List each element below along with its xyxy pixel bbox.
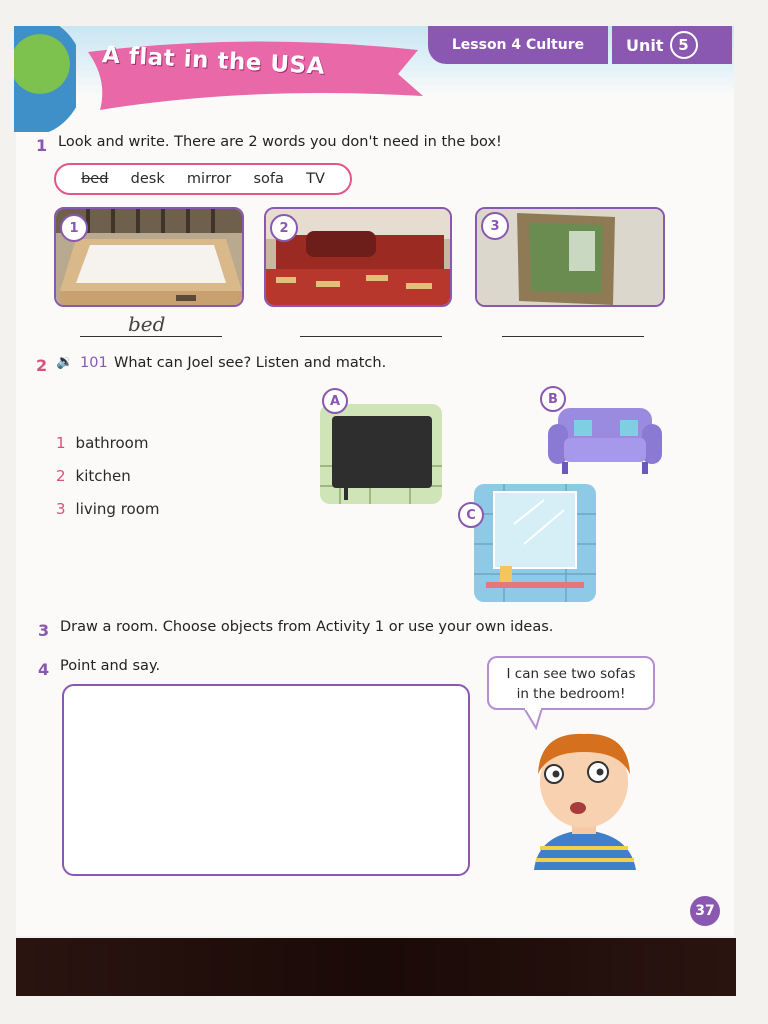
word-desk: desk	[130, 171, 165, 187]
speech-line-2: in the bedroom!	[516, 686, 626, 702]
title-ribbon	[88, 41, 423, 110]
speech-bubble: I can see two sofas in the bedroom!	[487, 656, 655, 710]
photo-bed	[54, 207, 244, 307]
photo-2-badge: 2	[270, 214, 298, 242]
boy-illustration	[534, 733, 636, 870]
activity-4-instruction: Point and say.	[60, 658, 161, 674]
activity-3-number: 3	[38, 621, 50, 640]
audio-icon[interactable]: 🔉	[56, 354, 74, 370]
word-sofa: sofa	[253, 171, 284, 187]
track-number: 101	[80, 355, 108, 371]
activity-2-number: 2	[36, 356, 48, 375]
answer-line-3[interactable]	[502, 336, 644, 337]
page-bottom-edge	[16, 938, 736, 996]
unit-tab: Unit 5	[612, 26, 732, 64]
word-bed: bed	[81, 171, 109, 187]
word-tv: TV	[306, 171, 325, 187]
word-box: bed desk mirror sofa TV	[54, 163, 352, 195]
answer-line-2[interactable]	[300, 336, 442, 337]
picture-tv	[320, 404, 442, 504]
page-number: 37	[690, 896, 720, 926]
photo-sofa	[264, 207, 452, 307]
drawing-box[interactable]	[62, 684, 470, 876]
picture-a-label: A	[322, 388, 348, 414]
activity-1-number: 1	[36, 136, 48, 155]
photo-3-badge: 3	[481, 212, 509, 240]
unit-label: Unit	[626, 35, 664, 55]
picture-mirror	[474, 484, 596, 602]
activity-4-number: 4	[38, 660, 50, 679]
photo-1-badge: 1	[60, 214, 88, 242]
answer-line-1	[80, 336, 222, 337]
lesson-tab: Lesson 4 Culture	[428, 26, 608, 64]
speech-bubble-tail	[522, 708, 544, 730]
globe-icon	[14, 26, 76, 132]
picture-c-label: C	[458, 502, 484, 528]
speech-line-1: I can see two sofas	[506, 666, 636, 682]
picture-b-label: B	[540, 386, 566, 412]
activity-3-instruction: Draw a room. Choose objects from Activit…	[60, 619, 554, 635]
example-answer: bed	[128, 312, 166, 336]
word-mirror: mirror	[186, 171, 232, 187]
unit-number: 5	[669, 31, 698, 59]
activity-2-instruction: What can Joel see? Listen and match.	[114, 355, 387, 371]
picture-sofa	[548, 408, 662, 474]
activity-1-instruction: Look and write. There are 2 words you do…	[58, 134, 502, 150]
